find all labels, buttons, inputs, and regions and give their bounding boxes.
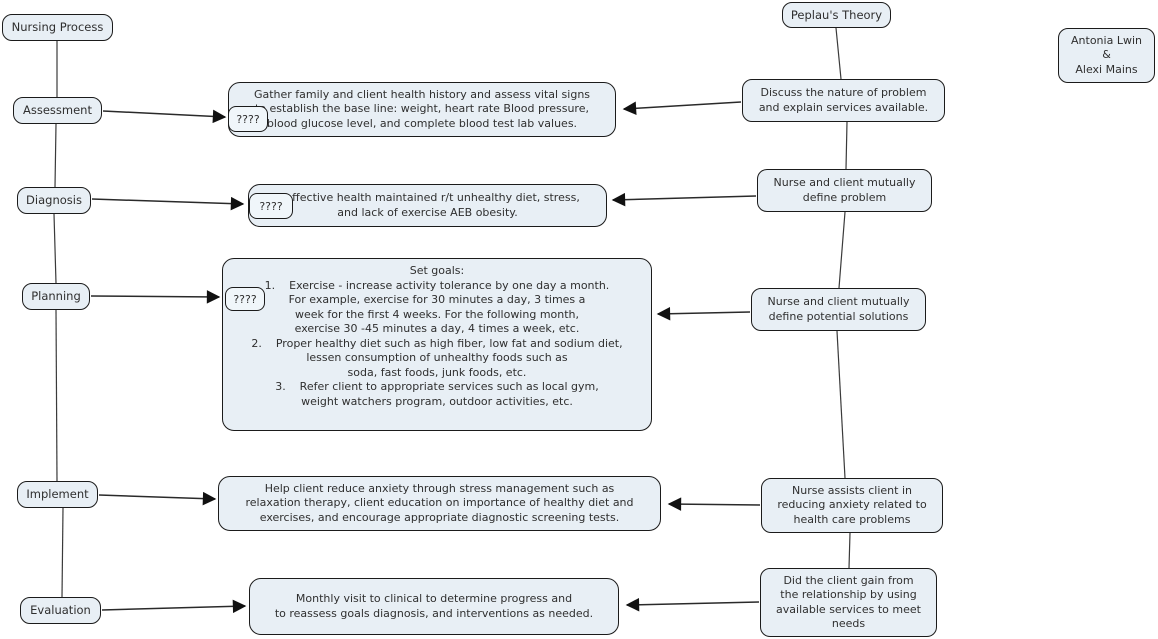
node-diagnosis-detail: Ineffective health maintained r/t unheal… bbox=[248, 184, 607, 227]
arrow-implement-detail bbox=[98, 491, 217, 506]
node-implement: Implement bbox=[17, 481, 98, 508]
line-assessment-diagnosis bbox=[54, 123, 57, 188]
arrow-planning-detail bbox=[90, 290, 221, 304]
node-assessment-detail: Gather family and client health history … bbox=[228, 82, 616, 137]
arrow-evaluation-detail bbox=[101, 599, 247, 614]
node-planning: Planning bbox=[22, 283, 90, 310]
node-assessment: Assessment bbox=[13, 97, 102, 124]
line-implement-evaluation bbox=[61, 507, 64, 598]
line-problem-solutions bbox=[838, 211, 846, 289]
arrow-resolution-detail bbox=[625, 597, 760, 612]
node-define-solutions: Nurse and client mutually define potenti… bbox=[751, 288, 926, 331]
node-evaluation-detail: Monthly visit to clinical to determine p… bbox=[249, 578, 619, 635]
node-orientation: Discuss the nature of problem and explai… bbox=[742, 79, 945, 122]
arrow-solutions-detail bbox=[656, 306, 751, 321]
arrow-problem-detail bbox=[611, 192, 757, 207]
node-reduce-anxiety: Nurse assists client in reducing anxiety… bbox=[761, 478, 943, 533]
arrow-orientation-detail bbox=[622, 101, 742, 116]
authors-box: Antonia Lwin & Alexi Mains bbox=[1058, 28, 1155, 83]
node-resolution: Did the client gain from the relationshi… bbox=[760, 568, 937, 637]
node-nursing-process-title: Nursing Process bbox=[2, 14, 113, 41]
placeholder-assessment: ???? bbox=[228, 106, 268, 132]
line-anxiety-resolution bbox=[848, 532, 851, 569]
line-orientation-problem bbox=[845, 121, 848, 170]
line-diagnosis-planning bbox=[53, 213, 57, 284]
placeholder-diagnosis: ???? bbox=[249, 193, 293, 219]
node-peplau-title: Peplau's Theory bbox=[782, 2, 891, 28]
node-evaluation: Evaluation bbox=[20, 597, 101, 624]
node-implement-detail: Help client reduce anxiety through stres… bbox=[218, 476, 661, 531]
arrow-diagnosis-detail bbox=[91, 196, 245, 211]
line-peplau-orientation bbox=[835, 27, 842, 80]
line-planning-implement bbox=[55, 309, 58, 482]
node-planning-detail: Set goals: 1. Exercise - increase activi… bbox=[222, 258, 652, 431]
placeholder-planning: ???? bbox=[225, 287, 265, 311]
line-solutions-anxiety bbox=[836, 330, 846, 479]
arrow-assessment-detail bbox=[102, 109, 227, 124]
node-define-problem: Nurse and client mutually define problem bbox=[757, 169, 932, 212]
arrow-anxiety-detail bbox=[667, 497, 761, 511]
node-diagnosis: Diagnosis bbox=[17, 187, 91, 214]
